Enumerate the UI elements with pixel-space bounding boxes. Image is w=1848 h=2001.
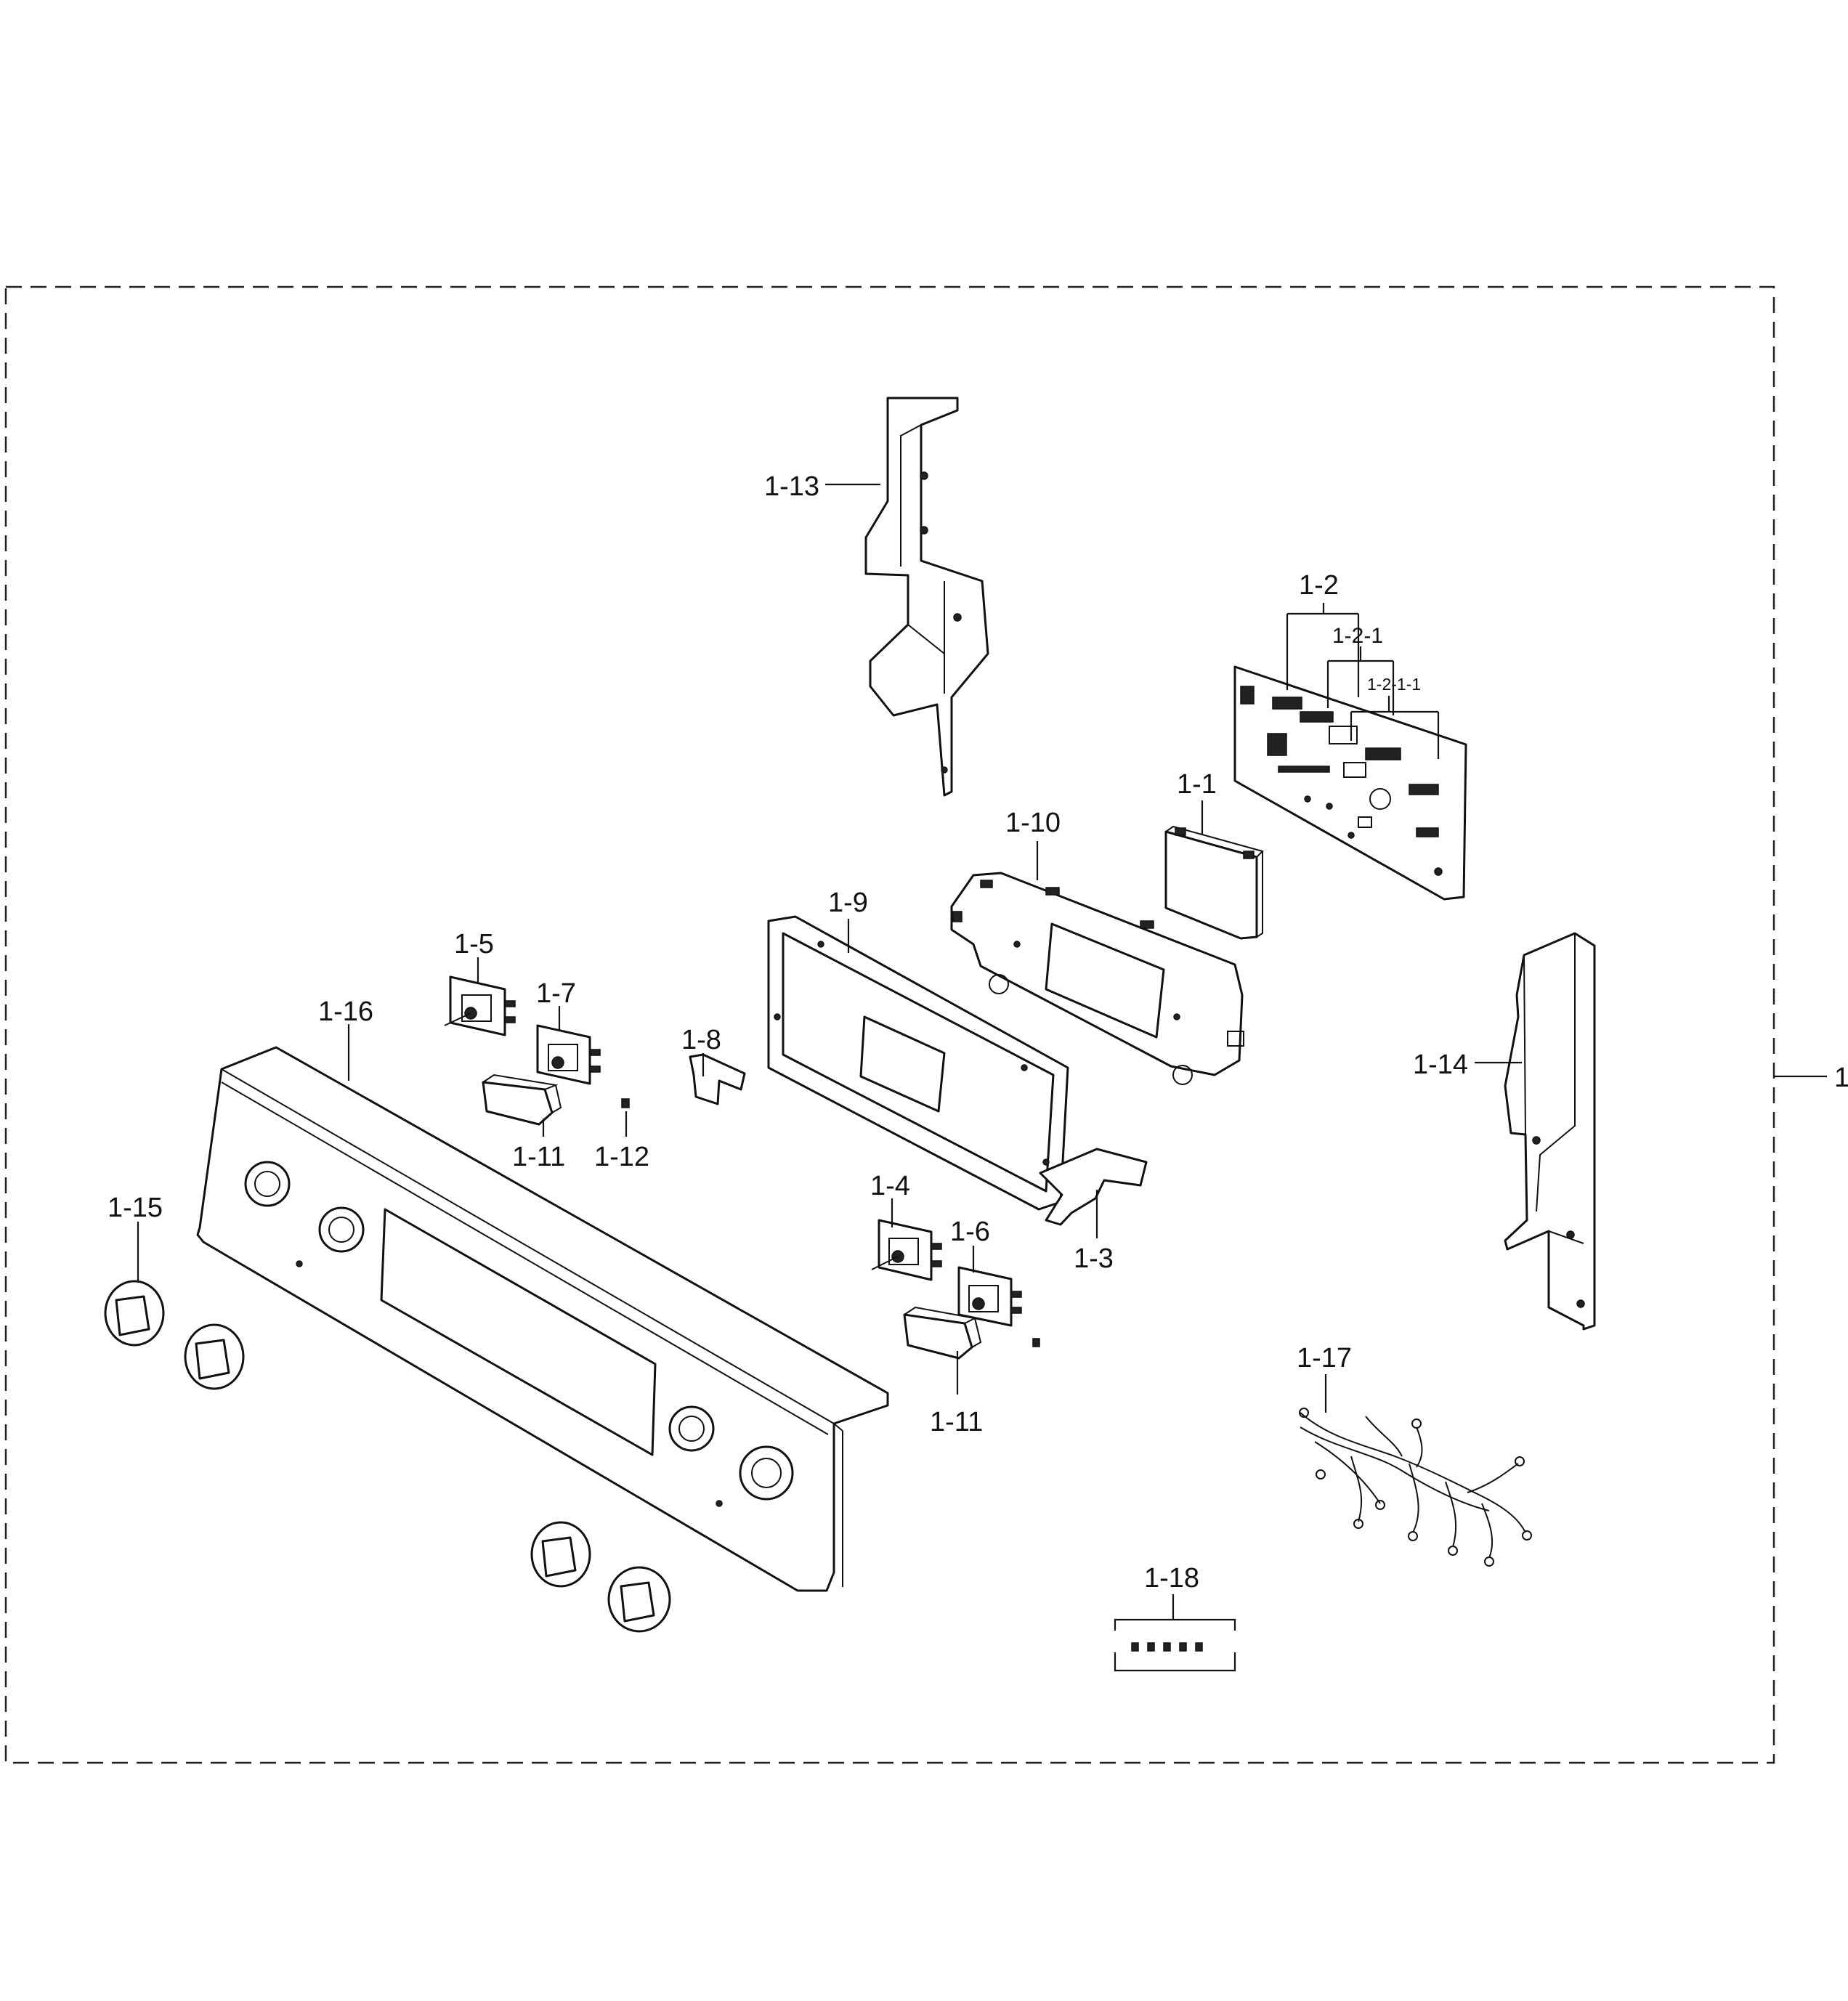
callout-1-5: 1-5 xyxy=(454,929,494,959)
part-small-screw xyxy=(1032,1338,1040,1347)
callout-1-2-1: 1-2-1 xyxy=(1332,624,1383,648)
part-1-3-ribbon-cable xyxy=(1039,1148,1148,1226)
part-1-7-switch xyxy=(536,1024,601,1085)
part-1-4-switch xyxy=(871,1219,942,1281)
part-1-15-knobs xyxy=(104,1280,671,1633)
callout-1-12: 1-12 xyxy=(594,1142,649,1172)
leader-1-2-1 xyxy=(1326,646,1395,715)
callout-1-16: 1-16 xyxy=(318,997,373,1027)
callout-1-17: 1-17 xyxy=(1297,1343,1352,1373)
callout-1-3: 1-3 xyxy=(1074,1243,1114,1274)
callout-1-18: 1-18 xyxy=(1144,1563,1199,1594)
part-1-18-screw-set xyxy=(1114,1618,1236,1672)
part-1-2-control-board xyxy=(1233,665,1467,901)
part-1-11-cover-upper xyxy=(482,1073,562,1126)
callout-1-13: 1-13 xyxy=(764,471,819,502)
part-1-6-switch xyxy=(957,1266,1022,1327)
part-1-5-switch xyxy=(444,975,516,1036)
assembly-label: 1 xyxy=(1834,1063,1848,1093)
callout-1-6: 1-6 xyxy=(950,1217,990,1247)
part-1-10-display-housing xyxy=(950,872,1244,1085)
part-1-14-side-bracket xyxy=(1504,932,1596,1331)
assembly-boundary xyxy=(4,285,1775,1764)
callout-1-7: 1-7 xyxy=(536,978,576,1009)
part-1-13-side-bracket xyxy=(864,397,989,797)
part-1-12-screw xyxy=(621,1098,630,1108)
callout-1-9: 1-9 xyxy=(828,888,868,918)
leader-1-2-1-1 xyxy=(1350,696,1440,759)
callout-1-15: 1-15 xyxy=(108,1193,163,1223)
part-1-1-module xyxy=(1164,825,1264,940)
callout-1-14: 1-14 xyxy=(1413,1050,1468,1080)
part-1-16-control-panel xyxy=(196,1046,889,1592)
part-1-17-wire-harness xyxy=(1299,1408,1532,1567)
callout-1-11-upper: 1-11 xyxy=(512,1142,565,1172)
part-1-8-bracket xyxy=(689,1053,746,1105)
callout-1-8: 1-8 xyxy=(681,1025,721,1055)
part-1-9-gasket-frame xyxy=(767,915,1069,1211)
callout-1-2: 1-2 xyxy=(1299,570,1339,601)
callout-1-11-lower: 1-11 xyxy=(930,1407,983,1437)
callout-1-10: 1-10 xyxy=(1005,808,1061,838)
callout-1-4: 1-4 xyxy=(870,1171,910,1201)
part-1-11-cover-lower xyxy=(903,1306,982,1360)
callout-1-2-1-1: 1-2-1-1 xyxy=(1367,675,1421,694)
leader-1-2 xyxy=(1286,603,1360,697)
callout-1-1: 1-1 xyxy=(1177,769,1217,800)
